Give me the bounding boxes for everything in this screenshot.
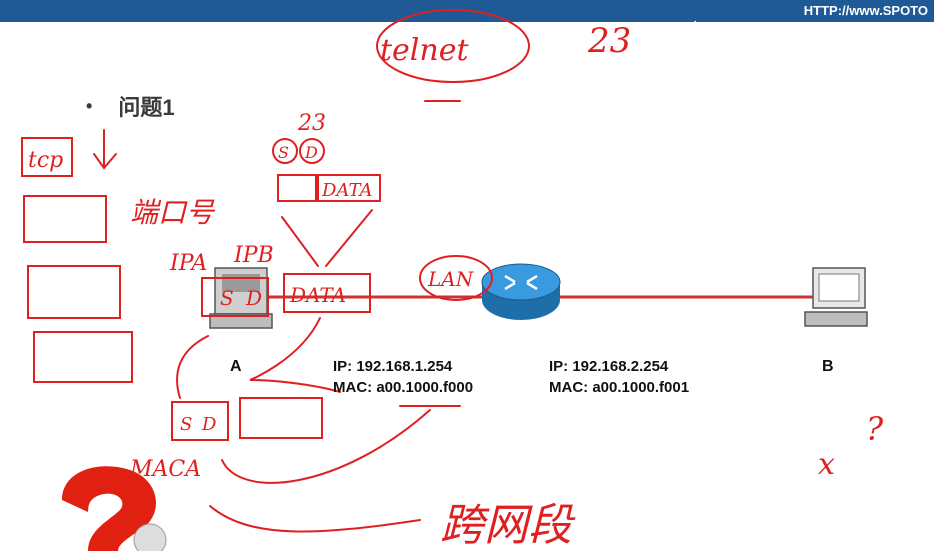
question-figure-icon <box>62 466 167 551</box>
s-text-frame: S <box>180 414 192 435</box>
d-circle <box>299 138 325 164</box>
question-text: ? <box>866 410 884 448</box>
slide-bullet: • 问题1 <box>86 90 175 122</box>
ip-header-box <box>201 277 269 317</box>
data-text-mid: DATA <box>289 283 346 307</box>
frame-header-box <box>171 401 229 441</box>
lan-circle <box>419 255 493 301</box>
header-url: HTTP://www.SPOTO <box>694 0 934 22</box>
stack-box-1 <box>23 195 107 243</box>
bottom-curve <box>209 505 421 533</box>
d-text-mid: D <box>245 286 262 310</box>
num-23-small: 23 <box>297 111 326 136</box>
kuawangduan-text: 跨网段 <box>440 500 576 551</box>
telnet-circle <box>376 9 530 83</box>
interface-right-info: IP: 192.168.2.254 MAC: a00.1000.f001 <box>549 356 689 398</box>
packet-data-box <box>317 174 381 202</box>
ip-data-box <box>283 273 371 313</box>
interface-left-ip: IP: 192.168.1.254 <box>333 358 453 375</box>
interface-left-mac: MAC: a00.1000.f000 <box>333 379 474 396</box>
router-icon <box>481 263 561 320</box>
host-a-computer-icon <box>209 267 273 329</box>
lan-text: LAN <box>427 267 475 291</box>
tcp-box <box>21 137 73 177</box>
maca-text: MACA <box>129 457 201 482</box>
d-text: D <box>304 143 318 162</box>
num-23-top: 23 <box>587 21 631 61</box>
ipb-text: IPB <box>233 243 274 268</box>
host-a-label: A <box>230 358 242 375</box>
telnet-text: telnet <box>380 33 469 68</box>
packet-header-box <box>277 174 317 202</box>
interface-right-mac: MAC: a00.1000.f001 <box>549 379 690 396</box>
ipa-text: IPA <box>169 251 207 276</box>
stack-box-2 <box>27 265 121 319</box>
s-text-mid: S <box>220 286 234 310</box>
return-curve <box>221 409 431 484</box>
s-circle <box>272 138 298 164</box>
stack-box-3 <box>33 331 133 383</box>
bullet-title: 问题1 <box>118 95 175 120</box>
tcp-text: tcp <box>28 148 63 173</box>
interface-left-info: IP: 192.168.1.254 MAC: a00.1000.f000 <box>333 356 473 398</box>
down-arrow <box>93 129 117 170</box>
encap-arrows <box>281 209 373 267</box>
host-b-label: B <box>822 358 834 375</box>
s-text: S <box>278 143 289 162</box>
frame-data-box <box>239 397 323 439</box>
data-text-top: DATA <box>321 180 372 201</box>
curve-left <box>176 335 209 399</box>
bullet-dot: • <box>86 96 93 116</box>
host-b-laptop-icon <box>804 267 868 327</box>
handwritten-text: telnet 23 23 tcp 端口号 IPA IPB S D DATA DA… <box>28 21 884 551</box>
duankou-text: 端口号 <box>130 196 216 229</box>
d-text-frame: D <box>201 414 217 435</box>
interface-right-ip: IP: 192.168.2.254 <box>549 358 669 375</box>
handwritten-annotations <box>21 9 530 533</box>
curve-right <box>249 317 341 393</box>
x-text: x <box>818 447 835 482</box>
